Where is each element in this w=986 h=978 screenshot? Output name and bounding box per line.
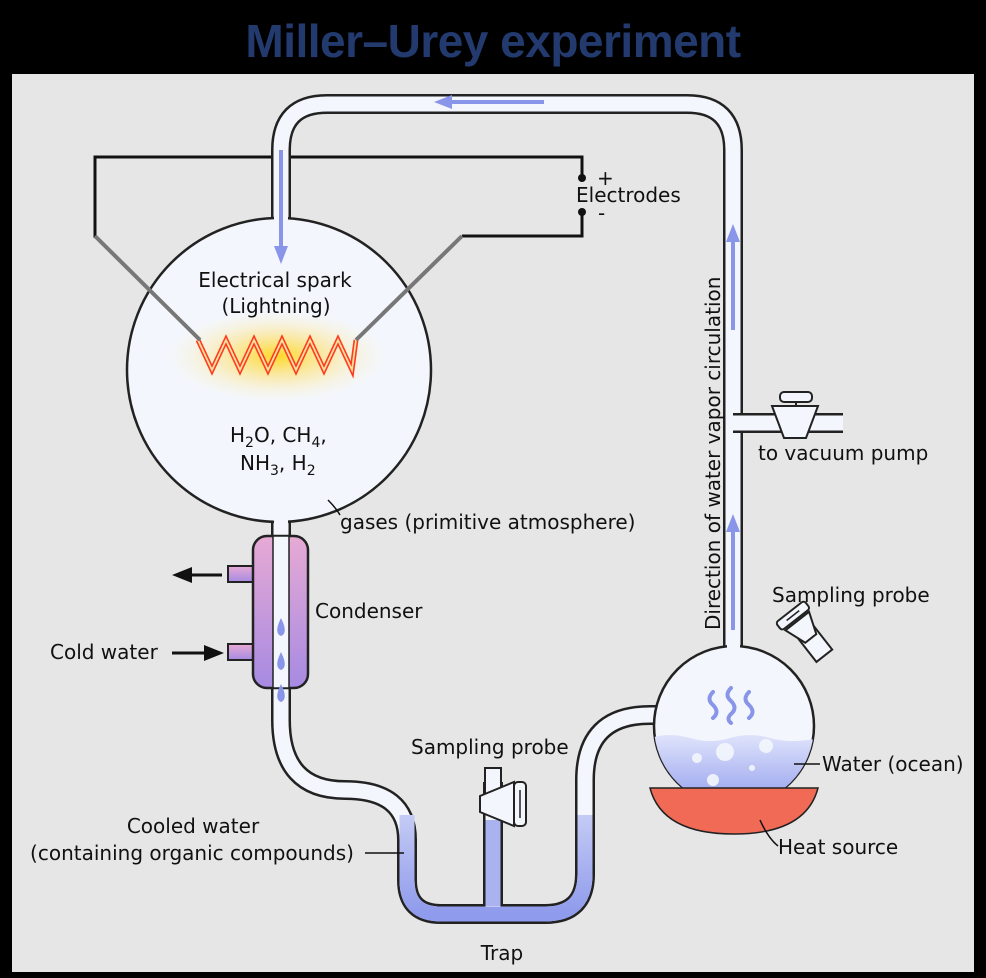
electrode-wires: [93, 155, 584, 238]
trap-water: [399, 815, 593, 922]
circulation-arrows: [274, 95, 740, 630]
plus-label: +: [597, 166, 614, 190]
negative-terminal: [578, 208, 586, 216]
sampling-probe-right-label: Sampling probe: [772, 583, 930, 607]
flask-neck-joint: [727, 642, 740, 652]
left-electrode: [93, 234, 202, 342]
leader-lines: [327, 499, 820, 854]
right-electrode: [354, 234, 464, 342]
flask-bottom-joint: [274, 512, 288, 528]
spark-label-line1: Electrical spark: [198, 268, 352, 292]
atmosphere-label: gases (primitive atmosphere): [340, 510, 635, 534]
water-ocean-label: Water (ocean): [822, 752, 964, 776]
trap-sampling-probe: [479, 767, 527, 828]
condenser-label: Condenser: [315, 599, 423, 623]
cooled-water-label-line2: (containing organic compounds): [30, 841, 354, 865]
cold-water-label: Cold water: [50, 640, 159, 664]
electrodes-label: Electrodes: [576, 183, 681, 207]
spark-label-line2: (Lightning): [221, 294, 330, 318]
flask-sampling-probe: [775, 600, 834, 664]
condensation-droplets: [277, 618, 285, 702]
steam-icon: [707, 686, 755, 725]
condenser: [227, 534, 310, 690]
circulation-label: Direction of water vapor circulation: [701, 277, 725, 630]
gases-formula-line2: NH3, H2: [240, 451, 316, 479]
vacuum-pump-label: to vacuum pump: [758, 441, 928, 465]
positive-terminal: [578, 174, 586, 182]
vacuum-stopcock: [770, 391, 820, 439]
cooled-water-label-line1: Cooled water: [127, 814, 260, 838]
minus-label: -: [598, 201, 605, 225]
water-in-arrow: [172, 645, 224, 661]
gases-formula-line1: H2O, CH4,: [230, 423, 327, 451]
heat-source-label: Heat source: [778, 835, 898, 859]
sampling-probe-trap-label: Sampling probe: [411, 735, 569, 759]
water-out-arrow: [172, 567, 222, 583]
flask-side-joint: [670, 709, 684, 722]
page-title: Miller–Urey experiment: [245, 15, 741, 67]
trap-label: Trap: [480, 941, 523, 965]
heat-source: [649, 787, 819, 835]
